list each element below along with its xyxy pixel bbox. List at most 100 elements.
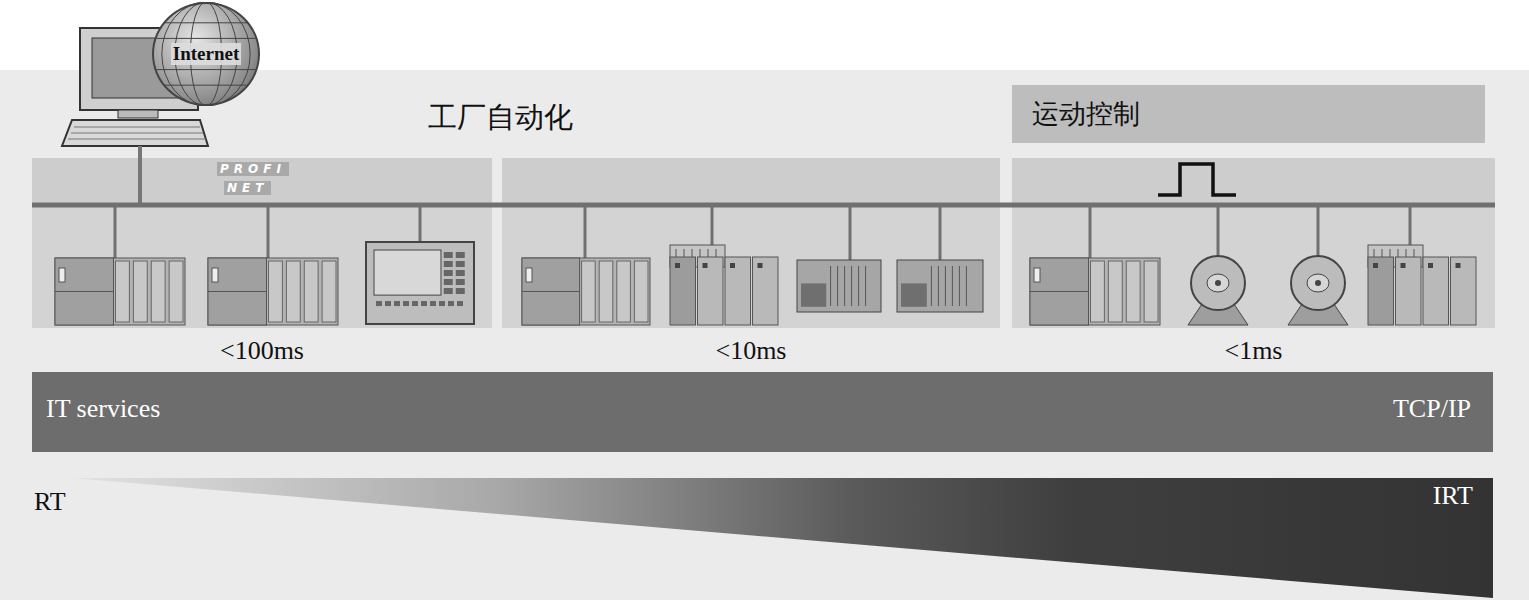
io-module: [1108, 261, 1122, 322]
keyboard-row: [68, 139, 206, 140]
io-led: [1373, 263, 1378, 268]
drop-line: [849, 205, 852, 260]
network-panel: <1ms: [1012, 158, 1495, 368]
hmi-key: [456, 288, 465, 294]
compact-slot: [966, 266, 967, 306]
io-module: [286, 261, 300, 322]
internet-globe: Internet: [152, 2, 260, 106]
io-module: [151, 261, 165, 322]
compact-controller: [797, 260, 881, 312]
drop-cable: [138, 146, 142, 205]
panel-ground: [32, 158, 492, 328]
parallel: [156, 69, 255, 70]
compact-slot: [952, 266, 953, 306]
io-module: [599, 261, 613, 322]
drop-line: [1217, 205, 1220, 260]
cpu-switch: [1034, 268, 1040, 282]
realtime-label: IRT: [1433, 481, 1473, 511]
cpu-divider: [1030, 291, 1089, 292]
latency-label: <100ms: [32, 336, 492, 366]
io-module: [304, 261, 318, 322]
panel-top-strip: [502, 158, 1000, 202]
rack-body: [522, 258, 650, 325]
band-label: TCP/IP: [1393, 394, 1471, 424]
section-title: 工厂自动化: [428, 98, 573, 138]
section-title: 运动控制: [1032, 96, 1140, 132]
io-led: [730, 263, 735, 268]
hmi-key: [439, 301, 445, 306]
io-module: [1126, 261, 1140, 322]
compact-slot: [858, 266, 859, 306]
compact-front: [901, 283, 927, 306]
hmi-panel: [366, 242, 474, 324]
hmi-key: [456, 261, 465, 267]
hmi-body: [366, 242, 474, 324]
protocol-band: IT services TCP/IP: [32, 372, 1493, 452]
compact-slot: [837, 266, 838, 306]
io-module: [582, 261, 596, 322]
ground: [0, 70, 1529, 600]
cpu-module: [522, 258, 580, 325]
compact-body: [797, 260, 881, 312]
hmi-key: [457, 301, 463, 306]
latency-label: <1ms: [1012, 336, 1495, 366]
cpu-module: [55, 258, 114, 325]
io-module: [269, 261, 283, 322]
io-module: [1368, 257, 1394, 325]
distributed-io: [670, 245, 778, 325]
hmi-key: [456, 279, 465, 285]
io-module: [116, 261, 130, 322]
compact-slot: [851, 266, 852, 306]
cpu-switch: [212, 268, 218, 282]
keyboard-row: [71, 133, 203, 134]
globe-label: Internet: [171, 43, 241, 65]
motor-housing: [1291, 256, 1345, 310]
wedge: [72, 478, 1493, 598]
plc-rack: [522, 258, 650, 325]
compact-slot: [938, 266, 939, 306]
band-label: IT services: [46, 394, 160, 424]
cpu-switch: [59, 268, 65, 282]
drop-line: [267, 205, 270, 258]
plc-rack: [208, 258, 338, 325]
drop-line: [1089, 205, 1092, 258]
io-led: [1456, 263, 1461, 268]
cpu-module: [208, 258, 267, 325]
drop-line: [1317, 205, 1320, 260]
io-module: [634, 261, 648, 322]
io-module: [1091, 261, 1105, 322]
motor-shaft-end: [1207, 274, 1229, 292]
cpu-divider: [208, 291, 267, 292]
rack-body: [208, 258, 338, 325]
profinet-bus: [32, 203, 1495, 208]
motor-shaft: [1215, 280, 1221, 286]
rack-body: [55, 258, 185, 325]
servo-motor: [1288, 256, 1348, 325]
keyboard-row: [74, 127, 200, 128]
hmi-key: [444, 279, 453, 285]
meridian: [162, 2, 250, 106]
hmi-key: [456, 252, 465, 258]
parallel: [164, 85, 247, 86]
hmi-screen: [374, 250, 441, 295]
io-led: [1401, 263, 1406, 268]
hmi-key: [412, 301, 418, 306]
hmi-key: [430, 301, 436, 306]
hmi-key: [394, 301, 400, 306]
cpu-switch: [526, 268, 532, 282]
realtime-wedge: RTIRT: [32, 478, 1495, 600]
hmi-key: [385, 301, 391, 306]
panel-ground: [502, 158, 1000, 328]
panel-top-strip: [32, 158, 492, 202]
hmi-key: [444, 252, 453, 258]
compact-slot: [830, 266, 831, 306]
drop-line: [939, 205, 942, 260]
logo-text: NET: [224, 181, 271, 195]
drop-line: [1409, 205, 1412, 245]
hmi-key: [448, 301, 454, 306]
network-panel: <10ms: [502, 158, 1000, 368]
io-module: [617, 261, 631, 322]
io-led: [675, 263, 680, 268]
panel-top-strip: [1012, 158, 1495, 202]
